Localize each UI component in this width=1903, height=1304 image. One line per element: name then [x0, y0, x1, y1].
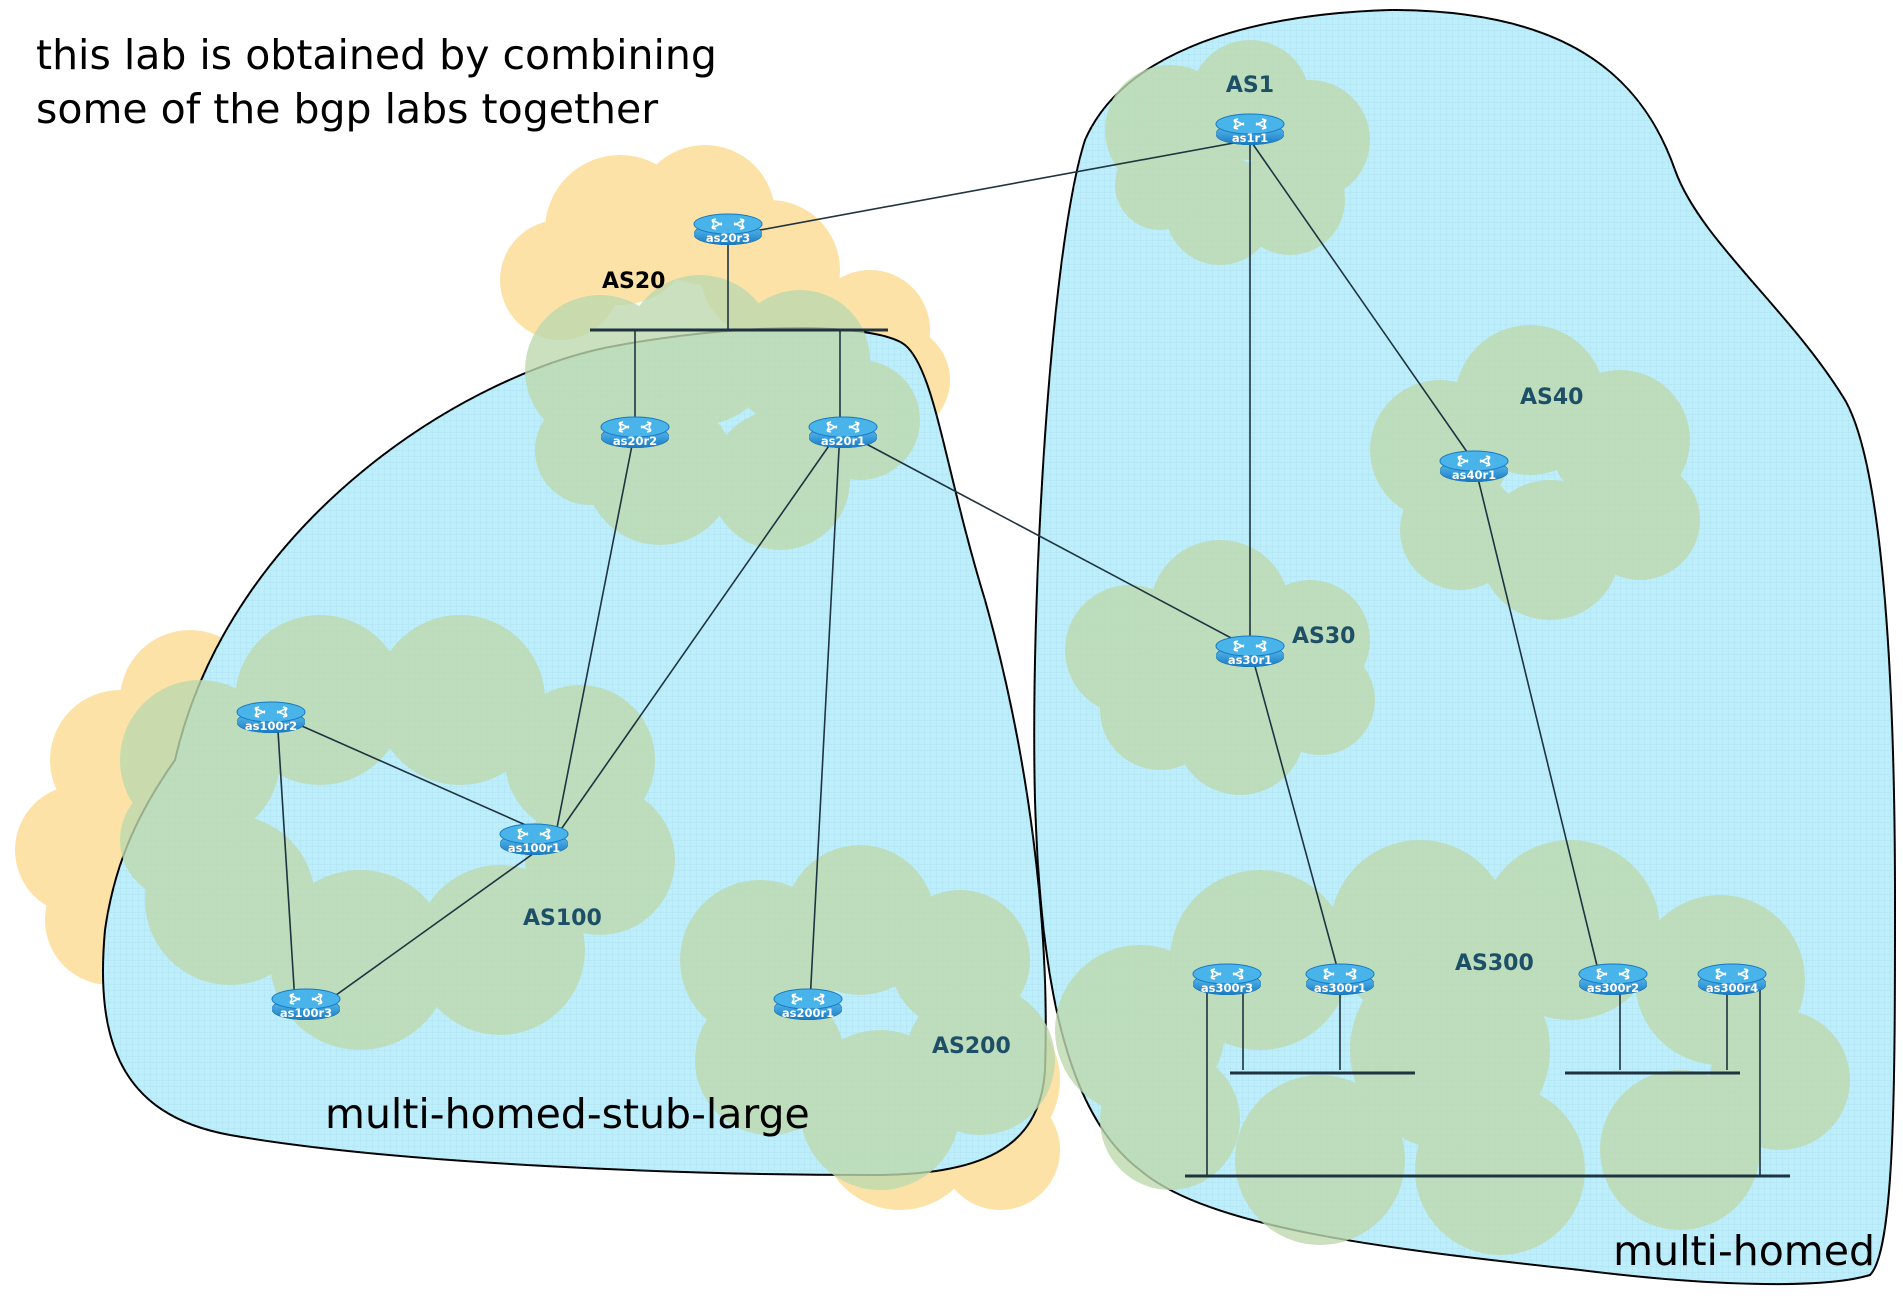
router-as200r1[interactable]: as200r1 — [773, 988, 843, 1021]
link-as20r3-as1r1 — [759, 139, 1251, 231]
link-as20r2-as100r1 — [554, 429, 636, 839]
svg-text:as20r2: as20r2 — [613, 434, 657, 448]
links — [276, 139, 1761, 1176]
router-as100r3[interactable]: as100r3 — [271, 988, 341, 1021]
router-as40r1[interactable]: as40r1 — [1439, 450, 1509, 483]
as200-label: AS200 — [932, 1034, 1011, 1059]
link-as40r1-as300r2 — [1473, 461, 1601, 979]
router-as300r3[interactable]: as300r3 — [1192, 963, 1262, 996]
as100-label: AS100 — [523, 906, 602, 931]
as40-cloud — [1370, 325, 1700, 620]
as200-cloud — [680, 845, 1055, 1190]
link-as20r1-as30r1 — [839, 429, 1251, 649]
svg-text:as300r4: as300r4 — [1706, 981, 1758, 995]
router-as20r1[interactable]: as20r1 — [808, 416, 878, 449]
link-as100r2-as100r3 — [276, 714, 296, 1004]
as300-cloud — [1055, 840, 1850, 1255]
lab-description-line-2: some of the bgp labs together — [36, 85, 659, 133]
as20-label: AS20 — [602, 269, 666, 294]
svg-text:as200r1: as200r1 — [782, 1006, 834, 1020]
router-as300r4[interactable]: as300r4 — [1697, 963, 1767, 996]
router-as20r3[interactable]: as20r3 — [693, 213, 763, 246]
lab-description-line-1: this lab is obtained by combining — [36, 31, 717, 79]
router-as20r2[interactable]: as20r2 — [600, 416, 670, 449]
region-label-multi-homed: multi-homed — [1613, 1227, 1875, 1275]
router-as100r1[interactable]: as100r1 — [499, 823, 569, 856]
lan-segments — [590, 328, 1790, 1178]
as1-label: AS1 — [1226, 73, 1274, 98]
router-as300r1[interactable]: as300r1 — [1305, 963, 1375, 996]
as300-label: AS300 — [1455, 951, 1534, 976]
as30-cloud — [1065, 540, 1375, 795]
router-as30r1[interactable]: as30r1 — [1215, 635, 1285, 668]
as40-label: AS40 — [1520, 385, 1584, 410]
svg-text:as20r1: as20r1 — [821, 434, 865, 448]
link-as20r1-as100r1 — [554, 429, 841, 839]
region-label-multi-homed-stub-large: multi-homed-stub-large — [325, 1090, 810, 1138]
link-as100r2-as100r1 — [276, 714, 556, 839]
svg-text:as1r1: as1r1 — [1232, 131, 1268, 145]
svg-text:as300r1: as300r1 — [1314, 981, 1366, 995]
svg-text:as30r1: as30r1 — [1228, 653, 1272, 667]
svg-text:as20r3: as20r3 — [706, 231, 750, 245]
link-as20r1-as200r1 — [809, 429, 841, 1004]
link-as1r1-as40r1 — [1249, 139, 1475, 463]
svg-text:as100r3: as100r3 — [280, 1006, 332, 1020]
svg-text:as300r3: as300r3 — [1201, 981, 1253, 995]
svg-text:as100r1: as100r1 — [508, 841, 560, 855]
link-as100r1-as100r3 — [324, 837, 556, 1004]
link-as30r1-as300r1 — [1249, 647, 1341, 979]
router-as100r2[interactable]: as100r2 — [236, 701, 306, 734]
svg-text:as100r2: as100r2 — [245, 719, 297, 733]
lab-description: this lab is obtained by combining some o… — [36, 28, 717, 136]
svg-text:as40r1: as40r1 — [1452, 468, 1496, 482]
router-as1r1[interactable]: as1r1 — [1215, 113, 1285, 146]
router-as300r2[interactable]: as300r2 — [1578, 963, 1648, 996]
svg-text:as300r2: as300r2 — [1587, 981, 1639, 995]
as30-label: AS30 — [1292, 624, 1356, 649]
